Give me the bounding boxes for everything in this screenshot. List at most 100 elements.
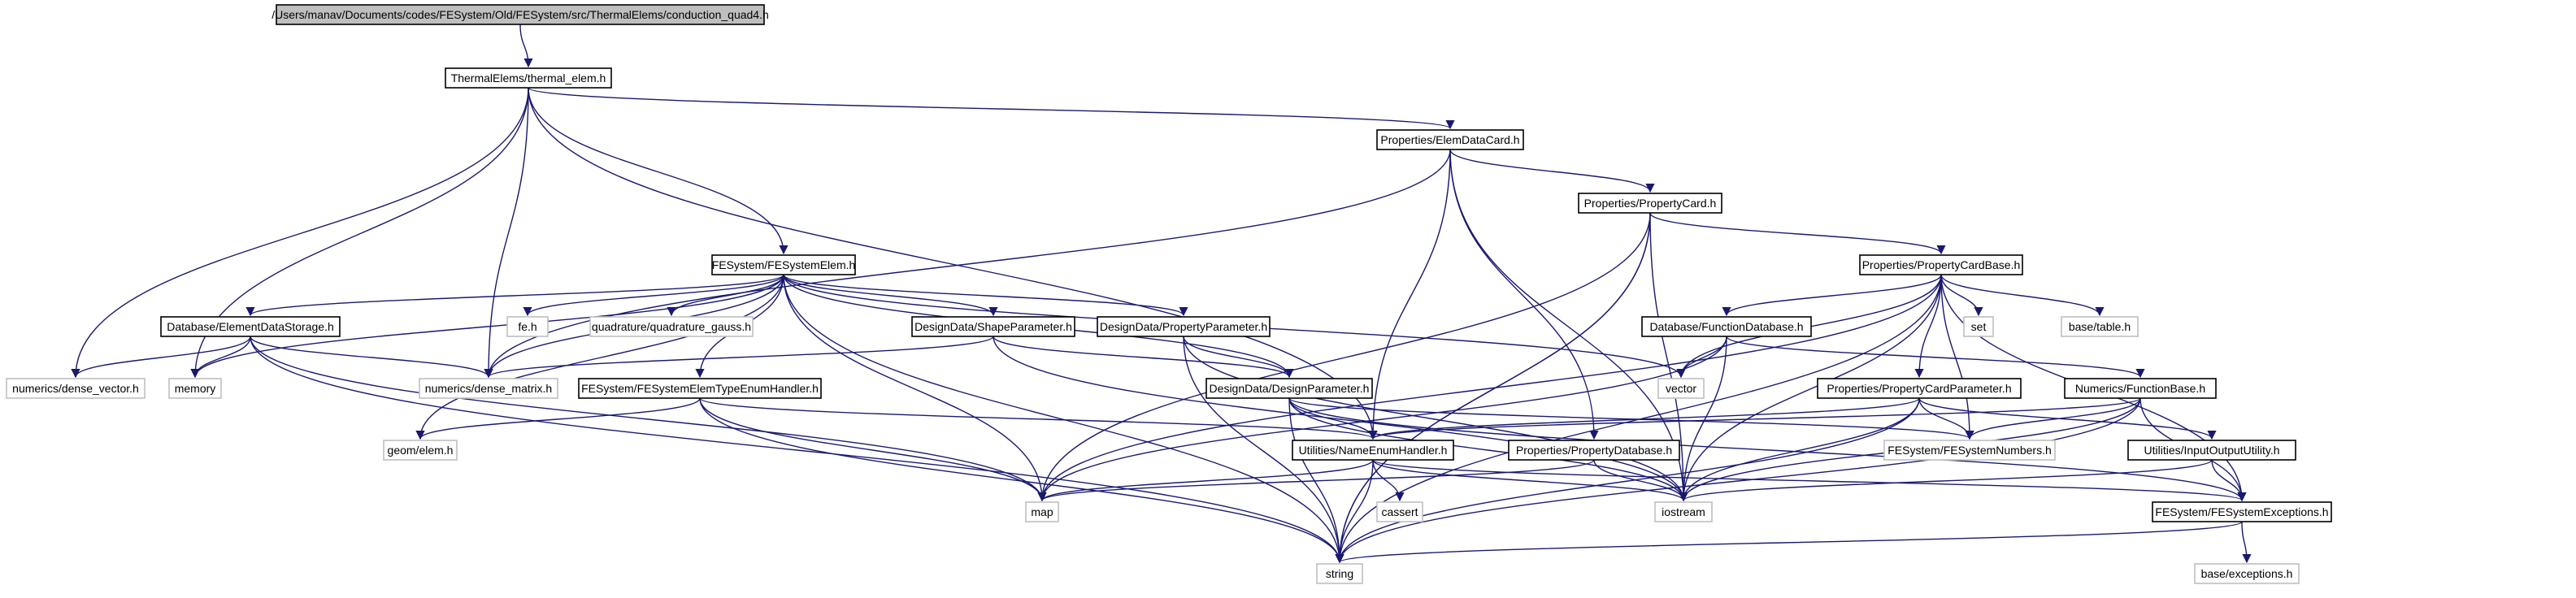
node-label: FESystem/FESystemElem.h [712,258,856,271]
edge-propertycard-to-iostream [1649,212,1688,502]
edge-propertycard-to-propertycardbase [1649,212,1946,255]
node-label: numerics/dense_matrix.h [425,382,552,395]
edge-thermal-to-elemdatacard [528,87,1455,130]
edge-nameenum-to-map [1037,459,1374,502]
edge-elemtypeenum-to-geomelem [415,397,701,440]
node-box [1963,316,1994,337]
edge-fesystemelem-to-shapeparam [783,274,998,317]
edge-nameenum-to-string [1335,459,1374,564]
edge-thermal-to-fesystemelem [528,87,788,255]
node-box [1508,440,1680,461]
node-label: iostream [1662,505,1705,518]
edge-elemtypeenum-to-nameenum [699,397,1378,440]
node-inputoutput[interactable]: Utilities/InputOutputUtility.h [2127,440,2296,461]
edge-root-to-thermal [519,24,533,68]
edge-fesystemelem-to-propparam [783,274,1188,317]
node-label: Properties/PropertyCardParameter.h [1827,382,2011,395]
edge-propertycard-to-map [1037,212,1651,502]
edge-propertycardbase-to-iostream [1679,274,1942,502]
node-funcdb[interactable]: Database/FunctionDatabase.h [1641,316,1812,337]
node-label: cassert [1381,505,1418,518]
node-root[interactable]: /Users/manav/Documents/codes/FESystem/Ol… [272,4,769,25]
edge-nameenum-to-iostream [1372,459,1688,502]
node-box [2127,440,2296,461]
node-densevec: numerics/dense_vector.h [6,378,146,399]
node-label: DesignData/PropertyParameter.h [1100,320,1267,333]
node-elemdatastorage[interactable]: Database/ElementDataStorage.h [160,316,341,337]
node-box [506,316,549,337]
node-propertycard[interactable]: Properties/PropertyCard.h [1578,193,1722,214]
node-propparam[interactable]: DesignData/PropertyParameter.h [1097,316,1271,337]
node-funcbase[interactable]: Numerics/FunctionBase.h [2064,378,2217,399]
node-box [1376,129,1524,150]
node-set: set [1963,316,1994,337]
edge-propparam-to-string [1183,336,1344,564]
node-box [2064,378,2217,399]
edge-funcbase-to-nameenum [1368,397,2141,440]
node-label: quadrature/quadrature_gauss.h [592,320,751,333]
node-densemat: numerics/dense_matrix.h [419,378,558,399]
node-elemdatacard[interactable]: Properties/ElemDataCard.h [1376,129,1524,150]
edge-fesystemelem-to-geomelem [415,274,784,440]
edge-funcbase-to-fenumbers [1965,397,2141,440]
node-label: string [1326,567,1353,580]
node-map: map [1025,501,1059,522]
node-box [1859,254,2023,275]
edge-propcardparam-to-nameenum [1368,397,1920,440]
edge-fesystemelem-to-map [783,274,1047,502]
node-box [2194,563,2300,584]
edge-elemdatastorage-to-densemat [250,336,493,379]
edge-propdb-to-map [1037,459,1595,502]
node-quadrature: quadrature/quadrature_gauss.h [589,316,754,337]
edge-propcardparam-to-inputoutput [1918,397,2217,440]
node-box [168,378,222,399]
edge-elemdatastorage-to-memory [190,336,251,379]
edge-nameenum-to-cassert [1372,459,1405,502]
node-box [2152,501,2332,522]
edge-shapeparam-to-designparam [993,336,1294,379]
node-nameenum[interactable]: Utilities/NameEnumHandler.h [1292,440,1454,461]
node-box [1641,316,1812,337]
node-box [1097,316,1271,337]
edge-elemdatastorage-to-map [250,336,1047,502]
node-elemtypeenum[interactable]: FESystem/FESystemElemTypeEnumHandler.h [578,378,822,399]
node-label: Database/ElementDataStorage.h [167,320,333,333]
node-box [1376,501,1423,522]
edge-propertycard-to-string [1335,212,1651,564]
edge-propertycardbase-to-propcardparam [1914,274,1942,379]
node-box [1578,193,1722,214]
node-propdb[interactable]: Properties/PropertyDatabase.h [1508,440,1680,461]
edge-exceptions-to-string [1335,521,2243,564]
node-designparam[interactable]: DesignData/DesignParameter.h [1205,378,1373,399]
node-shapeparam[interactable]: DesignData/ShapeParameter.h [911,316,1075,337]
edge-designparam-to-exceptions [1288,397,2247,502]
node-baseexc: base/exceptions.h [2194,563,2300,584]
node-box [1205,378,1373,399]
edge-fesystemelem-to-memory [190,274,784,379]
edge-propertycardbase-to-tableh [1940,274,2105,317]
edge-fesystemelem-to-fe_h [523,274,784,317]
edge-elemtypeenum-to-string [699,397,1344,564]
node-label: Properties/ElemDataCard.h [1380,133,1519,146]
edge-elemdatacard-to-densemat [484,149,1451,379]
node-fesystemelem[interactable]: FESystem/FESystemElem.h [711,254,856,275]
edge-fesystemelem-to-quadrature [667,274,784,317]
edge-propparam-to-iostream [1183,336,1688,502]
node-box [445,67,612,89]
node-label: FESystem/FESystemExceptions.h [2155,505,2328,518]
node-label: DesignData/ShapeParameter.h [914,320,1072,333]
node-label: FESystem/FESystemElemTypeEnumHandler.h [581,382,819,395]
node-label: memory [175,382,216,395]
node-exceptions[interactable]: FESystem/FESystemExceptions.h [2152,501,2332,522]
node-propertycardbase[interactable]: Properties/PropertyCardBase.h [1859,254,2023,275]
node-thermal[interactable]: ThermalElems/thermal_elem.h [445,67,612,89]
node-label: Properties/PropertyCard.h [1584,197,1717,210]
edge-thermal-to-densevec [71,87,529,379]
node-label: Utilities/NameEnumHandler.h [1299,444,1448,457]
node-box [2061,316,2139,337]
node-box [711,254,856,275]
node-box [1025,501,1059,522]
node-propcardparam[interactable]: Properties/PropertyCardParameter.h [1817,378,2022,399]
edge-shapeparam-to-densemat [484,336,994,379]
